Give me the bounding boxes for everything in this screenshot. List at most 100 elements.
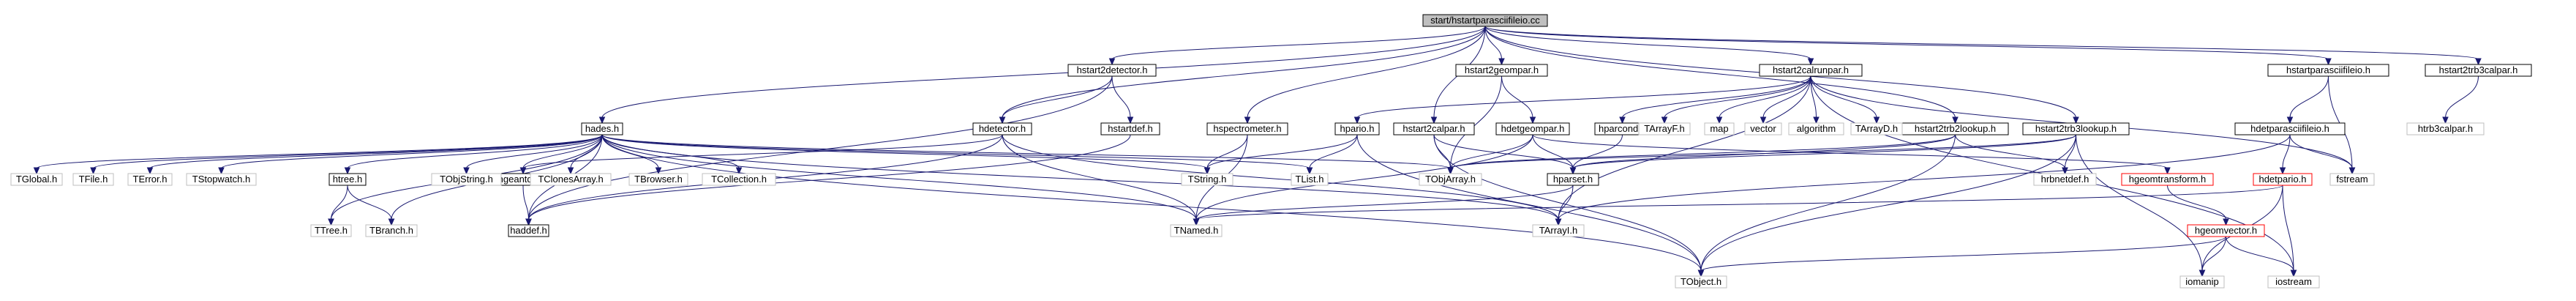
node-label: TBrowser.h xyxy=(634,174,683,185)
node-hades-h[interactable]: hades.h xyxy=(581,122,623,135)
node-hparset-h[interactable]: hparset.h xyxy=(1547,173,1599,186)
node-hstart2calrunpar-h[interactable]: hstart2calrunpar.h xyxy=(1759,64,1863,77)
edge-arrowhead xyxy=(90,167,97,175)
node-hstartparasciifileio-h[interactable]: hstartparasciifileio.h xyxy=(2267,64,2389,77)
edge-line xyxy=(1558,185,1574,220)
edge-hstartdef-to-haddef xyxy=(525,134,1131,226)
node-hstart2calpar-h[interactable]: hstart2calpar.h xyxy=(1393,122,1475,135)
node-box xyxy=(2179,275,2225,289)
edge-line xyxy=(1558,75,1811,220)
edge-line xyxy=(1206,134,1358,169)
edge-line xyxy=(1433,134,1574,169)
node-hdetgeompar-h[interactable]: hdetgeompar.h xyxy=(1495,122,1570,135)
node-terror-h: TError.h xyxy=(127,173,173,186)
node-label: hrbnetdef.h xyxy=(2041,174,2089,185)
node-hpario-h[interactable]: hpario.h xyxy=(1334,122,1380,135)
edge-hstart2trb3calpar-to-hrb3calpar xyxy=(2442,75,2479,125)
edge-hades-to-tstopwatch xyxy=(218,134,603,175)
node-hstart2trb2lookup-h[interactable]: hstart2trb2lookup.h xyxy=(1901,122,2009,135)
edge-arrowhead xyxy=(2164,167,2171,175)
edge-arrowhead xyxy=(1108,58,1116,66)
node-box xyxy=(2425,64,2532,77)
edge-line xyxy=(2226,236,2294,272)
node-hstart2detector-h[interactable]: hstart2detector.h xyxy=(1067,64,1157,77)
edge-line xyxy=(522,185,529,220)
node-box xyxy=(2267,64,2389,77)
edge-hades-to-tobjarray xyxy=(601,134,1454,175)
edge-line xyxy=(522,134,603,169)
node-label: TArrayD.h xyxy=(1855,123,1898,134)
edge-arrowhead xyxy=(1697,270,1705,278)
edge-arrowhead xyxy=(344,167,351,175)
node-box xyxy=(1170,224,1223,237)
edge-root-to-hades xyxy=(598,26,1486,125)
edge-hstart2calrunpar-to-algorithm xyxy=(1810,75,1820,125)
node-label: TGlobal.h xyxy=(16,174,57,185)
edge-line xyxy=(1002,134,1197,220)
edge-htree-to-tbranch xyxy=(347,185,395,226)
node-label: TBranch.h xyxy=(369,225,413,236)
node-label: algorithm xyxy=(1797,123,1836,134)
edge-hades-to-tglobal xyxy=(33,134,603,175)
node-hstartdef-h[interactable]: hstartdef.h xyxy=(1100,122,1160,135)
node-label: vector xyxy=(1750,123,1776,134)
edge-hgeomvector-to-iomanip xyxy=(2198,236,2226,278)
edge-arrowhead xyxy=(1498,58,1505,66)
node-hdetector-h[interactable]: hdetector.h xyxy=(972,122,1032,135)
node-box xyxy=(1291,173,1329,186)
edge-line xyxy=(1572,134,1623,169)
edge-hades-to-tobjstring xyxy=(463,134,603,175)
node-box xyxy=(365,224,418,237)
node-hstart2trb3calpar-h[interactable]: hstart2trb3calpar.h xyxy=(2425,64,2532,77)
edge-line xyxy=(1111,75,1131,119)
edge-arrowhead xyxy=(2073,116,2079,125)
node-box xyxy=(328,173,367,186)
edge-line xyxy=(2167,185,2226,220)
node-tfile-h: TFile.h xyxy=(72,173,114,186)
edge-line xyxy=(601,134,1197,220)
node-label: start/hstartparasciifileio.cc xyxy=(1430,15,1540,26)
node-tlist-h: TList.h xyxy=(1291,173,1329,186)
node-tclonesarray-h: TClonesArray.h xyxy=(530,173,612,186)
edge-arrowhead xyxy=(1430,116,1438,125)
edge-arrowhead xyxy=(1760,116,1767,125)
node-hdetpario-h[interactable]: hdetpario.h xyxy=(2253,173,2313,186)
node-hparcond-h[interactable]: hparcond.h xyxy=(1594,122,1651,135)
node-start-hstartparasciifileio-cc[interactable]: start/hstartparasciifileio.cc xyxy=(1422,14,1548,27)
edge-hstart2calrunpar-to-hparcond xyxy=(1619,75,1811,125)
node-box xyxy=(2022,122,2130,135)
edge-hstart2calrunpar-to-hpario xyxy=(1353,75,1811,125)
node-box xyxy=(1067,64,1157,77)
node-hdetparasciifileio-h[interactable]: hdetparasciifileio.h xyxy=(2234,122,2346,135)
edge-hstart2calrunpar-to-tarrayd xyxy=(1810,75,1880,125)
node-label: TObjArray.h xyxy=(1425,174,1476,185)
node-hgeomvector-h[interactable]: hgeomvector.h xyxy=(2187,224,2265,237)
edge-arrowhead xyxy=(328,218,334,226)
node-hgeomtransform-h[interactable]: hgeomtransform.h xyxy=(2121,173,2214,186)
node-box xyxy=(10,173,63,186)
node-hspectrometer-h[interactable]: hspectrometer.h xyxy=(1206,122,1288,135)
node-htree-h[interactable]: htree.h xyxy=(328,173,367,186)
edge-arrowhead xyxy=(388,218,395,226)
node-hstart2trb3lookup-h[interactable]: hstart2trb3lookup.h xyxy=(2022,122,2130,135)
edge-hgeomvector-to-iostream xyxy=(2226,236,2297,278)
edge-hdetparasciifileio-to-fstream xyxy=(2289,134,2356,175)
edge-line xyxy=(221,134,603,169)
edge-line xyxy=(2289,75,2329,119)
edge-line xyxy=(1700,134,2076,272)
edge-line xyxy=(1572,134,2076,169)
node-algorithm: algorithm xyxy=(1788,122,1844,135)
edge-arrowhead xyxy=(2348,167,2356,175)
edge-line xyxy=(1356,75,1811,119)
edge-line xyxy=(1810,75,1817,119)
edge-hdetparasciifileio-to-hdetpario xyxy=(2279,134,2291,175)
edge-line xyxy=(1700,236,2226,272)
edge-arrowhead xyxy=(1952,116,1959,125)
node-hstart2geompar-h[interactable]: hstart2geompar.h xyxy=(1455,64,1548,77)
edge-arrowhead xyxy=(1661,116,1668,125)
node-haddef-h[interactable]: haddef.h xyxy=(508,224,549,237)
node-box xyxy=(530,173,612,186)
node-label: hparcond.h xyxy=(1599,123,1646,134)
node-box xyxy=(581,122,623,135)
edge-line xyxy=(36,134,603,169)
